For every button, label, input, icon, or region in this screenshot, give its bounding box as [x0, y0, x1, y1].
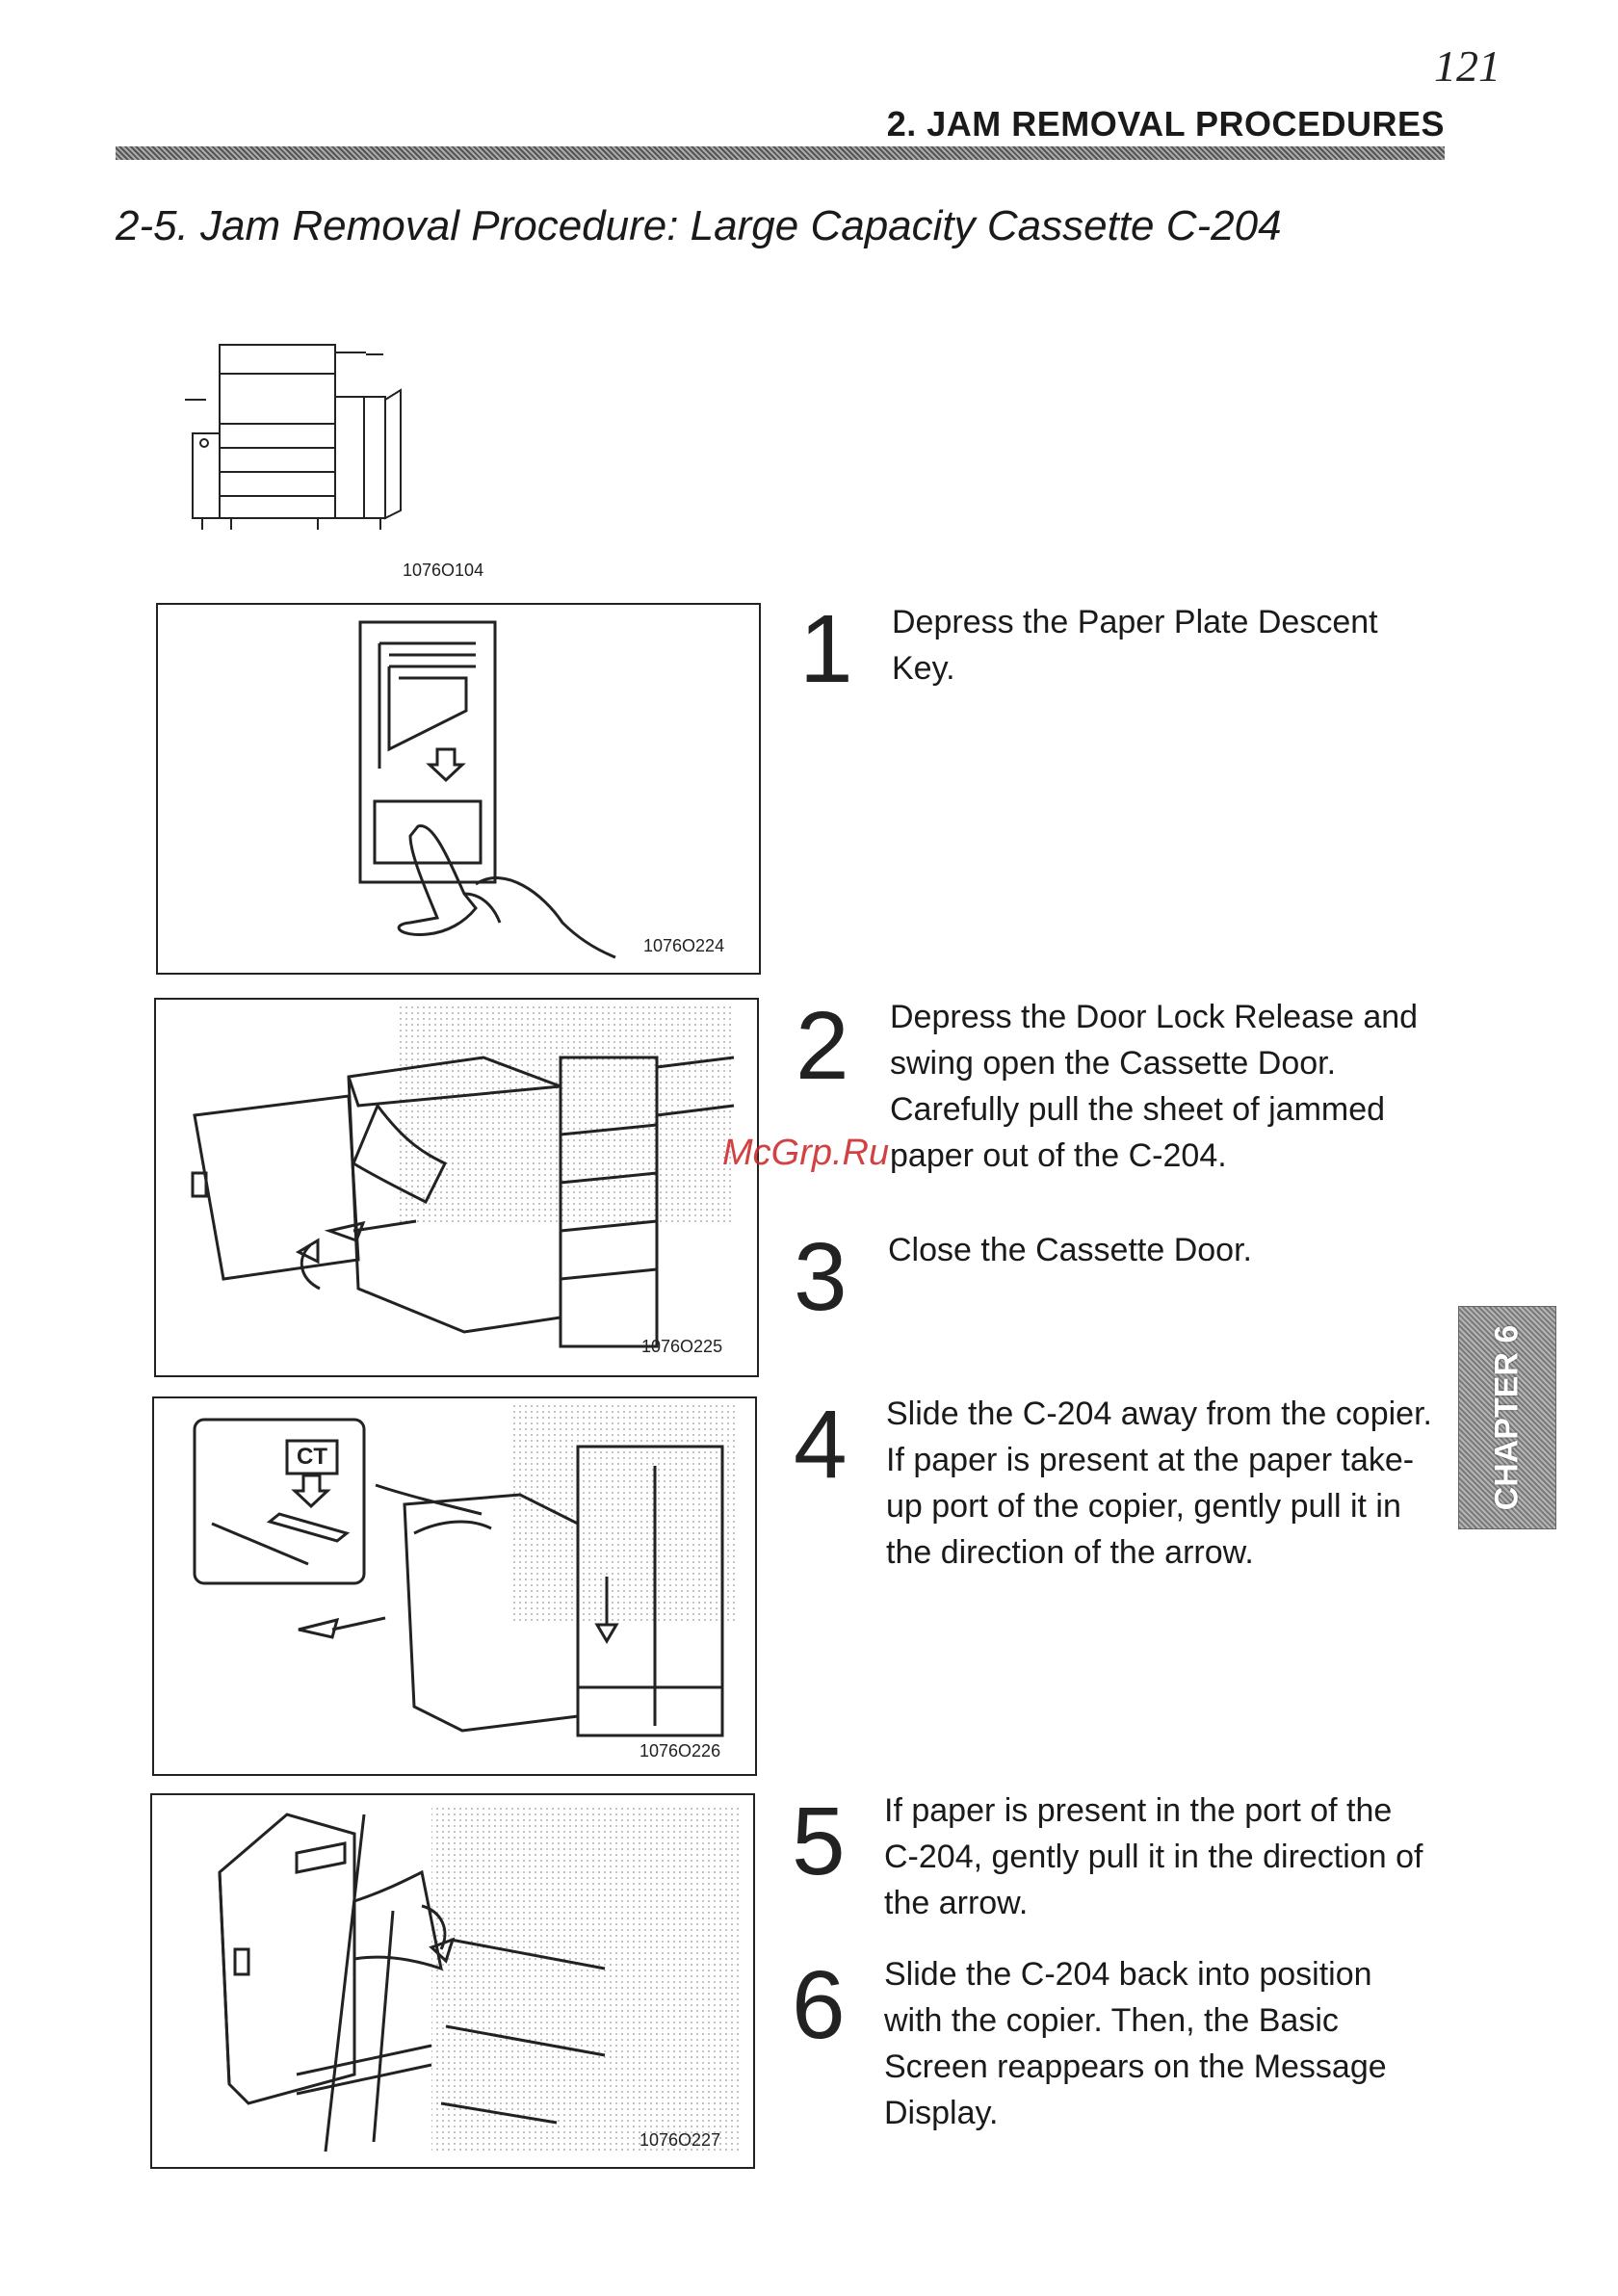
figure-code: 1076O226 — [639, 1741, 721, 1761]
step-number: 4 — [794, 1391, 848, 1499]
step-number: 5 — [792, 1787, 846, 1895]
figure-2 — [154, 998, 759, 1377]
figure-code: 1076O224 — [643, 936, 725, 955]
figure-1 — [156, 603, 761, 975]
chapter-tab: CHAPTER 6 — [1458, 1306, 1556, 1529]
figure-code: 1076O104 — [403, 561, 484, 580]
page-title: 2-5. Jam Removal Procedure: Large Capaci… — [116, 202, 1282, 249]
step-text: Depress the Paper Plate Descent Key. — [892, 604, 1378, 687]
step-text: If paper is present in the port of the C… — [884, 1792, 1423, 1921]
page-number: 121 — [1434, 41, 1501, 91]
overview-figure — [173, 327, 414, 530]
figure-4 — [150, 1793, 755, 2169]
section-header: 2. JAM REMOVAL PROCEDURES — [886, 104, 1445, 144]
figure-code: 1076O225 — [641, 1337, 723, 1356]
step-number: 2 — [796, 992, 849, 1100]
figure-code: 1076O227 — [639, 2130, 721, 2150]
step-text: Slide the C-204 away from the copier. If… — [886, 1396, 1432, 1571]
step-text: Slide the C-204 back into position with … — [884, 1956, 1387, 2131]
panel-label: CT — [297, 1444, 327, 1470]
step-text: Depress the Door Lock Release and swing … — [890, 999, 1419, 1174]
step-text: Close the Cassette Door. — [888, 1232, 1252, 1268]
watermark: McGrp.Ru — [722, 1133, 890, 1173]
figure-3: CT — [152, 1396, 757, 1776]
step-number: 1 — [799, 595, 853, 703]
step-number: 6 — [792, 1951, 846, 2059]
step-number: 3 — [794, 1223, 848, 1331]
header-rule — [116, 146, 1445, 160]
chapter-tab-label: CHAPTER 6 — [1488, 1324, 1526, 1511]
